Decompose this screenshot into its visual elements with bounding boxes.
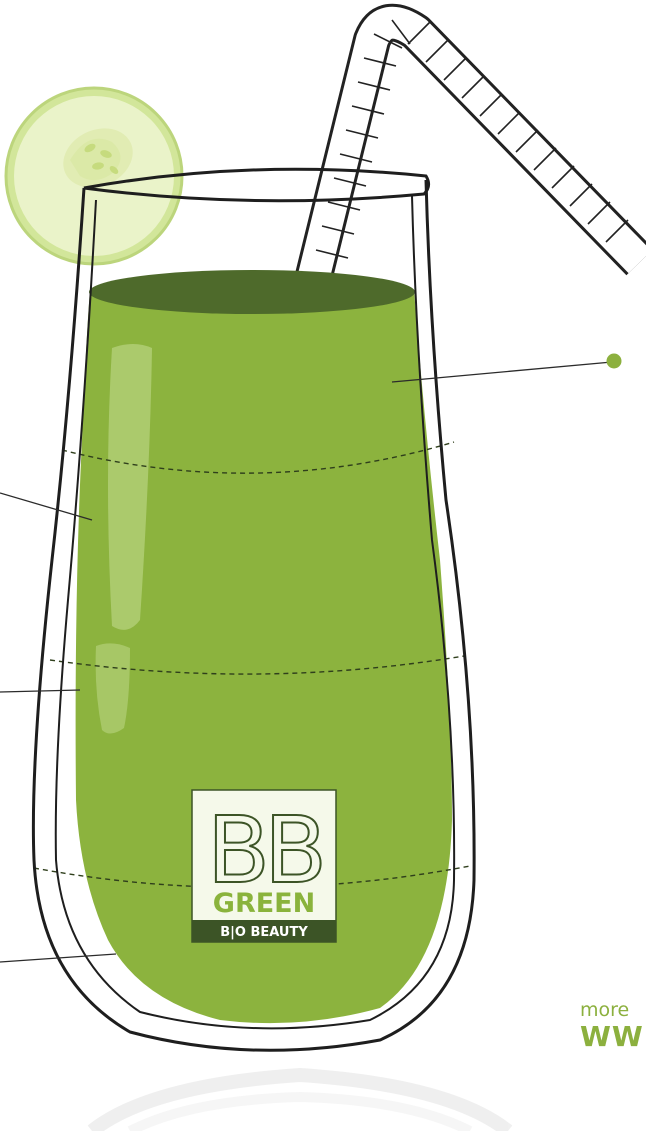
footer-more-text: more [580,1001,644,1020]
brand-logo: BB GREEN B|O BEAUTY [192,790,336,942]
straw-icon [310,20,640,292]
leader-line-right [392,362,612,382]
leader-dot-icon [607,354,622,369]
footer-url[interactable]: WW [580,1023,644,1051]
logo-tagline: B|O BEAUTY [220,925,308,940]
logo-name: GREEN [213,888,315,919]
glass-reflection [92,1075,508,1131]
footer-promo: more WW [580,1001,644,1051]
leader-line-upper-left [0,493,92,520]
